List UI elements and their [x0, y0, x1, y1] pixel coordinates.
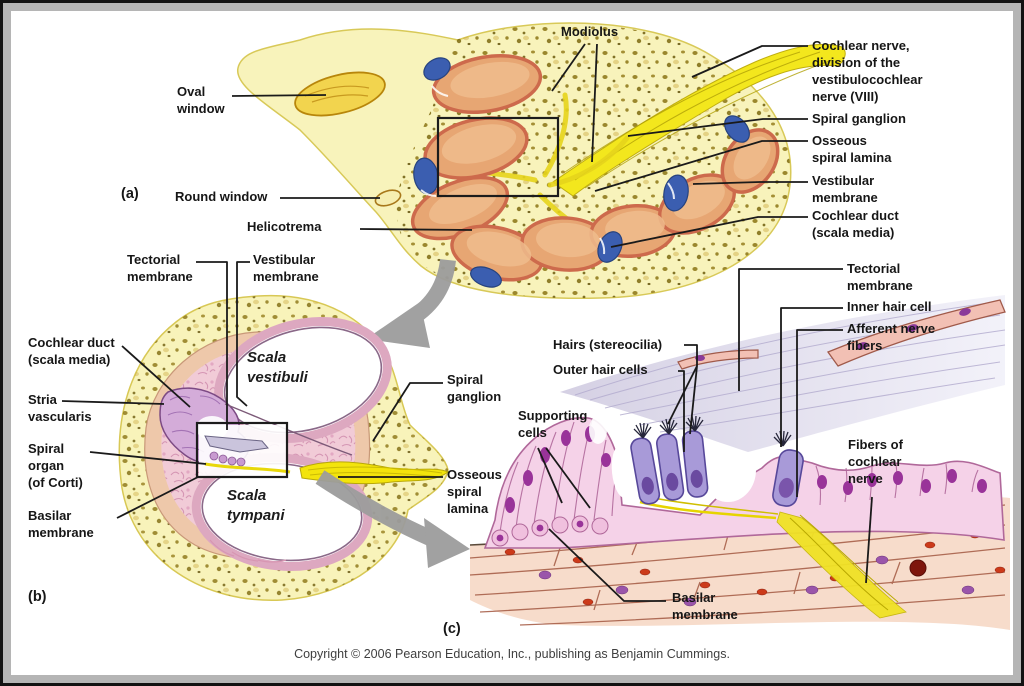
label-panel-c: (c)	[443, 621, 461, 637]
label-scala-tympani: Scala tympani	[227, 487, 285, 524]
label-basilar-membrane-b: Basilar membrane	[28, 508, 94, 540]
label-panel-a: (a)	[121, 186, 139, 202]
inner-hair-cell-shape	[772, 449, 804, 507]
label-basilar-membrane-c: Basilar membrane	[672, 590, 738, 622]
label-round-window: Round window	[175, 189, 268, 204]
label-inner-hair-cell: Inner hair cell	[847, 299, 932, 314]
round-window-shape	[374, 189, 402, 207]
scala-vestibuli-chamber	[214, 317, 392, 443]
label-panel-b: (b)	[28, 589, 47, 605]
label-cochlear-duct-a: Cochlear duct (scala media)	[812, 208, 899, 240]
outer-hair-cells-shapes	[630, 415, 709, 505]
upper-cell-strand	[677, 299, 1006, 370]
oval-window-shape	[294, 71, 386, 117]
label-vestibular-membrane-b: Vestibular membrane	[253, 252, 319, 284]
label-spiral-ganglion-b: Spiral ganglion	[447, 372, 502, 404]
cochlear-duct-wedges	[413, 57, 750, 288]
label-tectorial-membrane-b: Tectorial membrane	[127, 252, 193, 284]
label-modiolus: Modiolus	[561, 24, 619, 39]
label-osseous-spiral-lamina-b: Osseous spiral lamina	[447, 467, 502, 516]
label-afferent-nerve-fibers: Afferent nerve fibers	[847, 321, 936, 353]
panel-b-inset-box	[195, 421, 291, 479]
label-spiral-ganglion-a: Spiral ganglion	[812, 111, 906, 126]
panel-b-turn-art	[118, 294, 449, 601]
copyright-text: Copyright © 2006 Pearson Education, Inc.…	[294, 647, 730, 661]
leader-lines	[61, 43, 873, 602]
panel-c-organ-of-corti-art	[469, 295, 1010, 630]
label-fibers-of-cochlear-nerve: Fibers of cochlear nerve	[848, 437, 903, 486]
label-spiral-organ: Spiral organ (of Corti)	[28, 441, 83, 490]
arrow-b-to-c	[315, 470, 470, 568]
label-hairs-stereocilia: Hairs (stereocilia)	[553, 337, 663, 352]
label-helicotrema: Helicotrema	[247, 219, 322, 234]
panel-a-inset-box	[436, 116, 560, 198]
label-cochlear-duct-b: Cochlear duct (scala media)	[28, 335, 115, 367]
label-stria-vascularis: Stria vascularis	[28, 392, 92, 424]
label-oval-window: Oval window	[177, 84, 225, 116]
arrow-a-to-b	[366, 258, 456, 348]
label-scala-vestibuli: Scala vestibuli	[247, 349, 308, 386]
panel-a-cochlea-art	[237, 22, 846, 300]
label-cochlear-nerve: Cochlear nerve, division of the vestibul…	[812, 38, 923, 104]
label-supporting-cells: Supporting cells	[518, 408, 588, 440]
label-vestibular-membrane-a: Vestibular membrane	[812, 173, 878, 205]
label-tectorial-membrane-c: Tectorial membrane	[847, 261, 913, 293]
label-osseous-spiral-lamina-a: Osseous spiral lamina	[812, 133, 892, 165]
label-outer-hair-cells: Outer hair cells	[553, 362, 648, 377]
